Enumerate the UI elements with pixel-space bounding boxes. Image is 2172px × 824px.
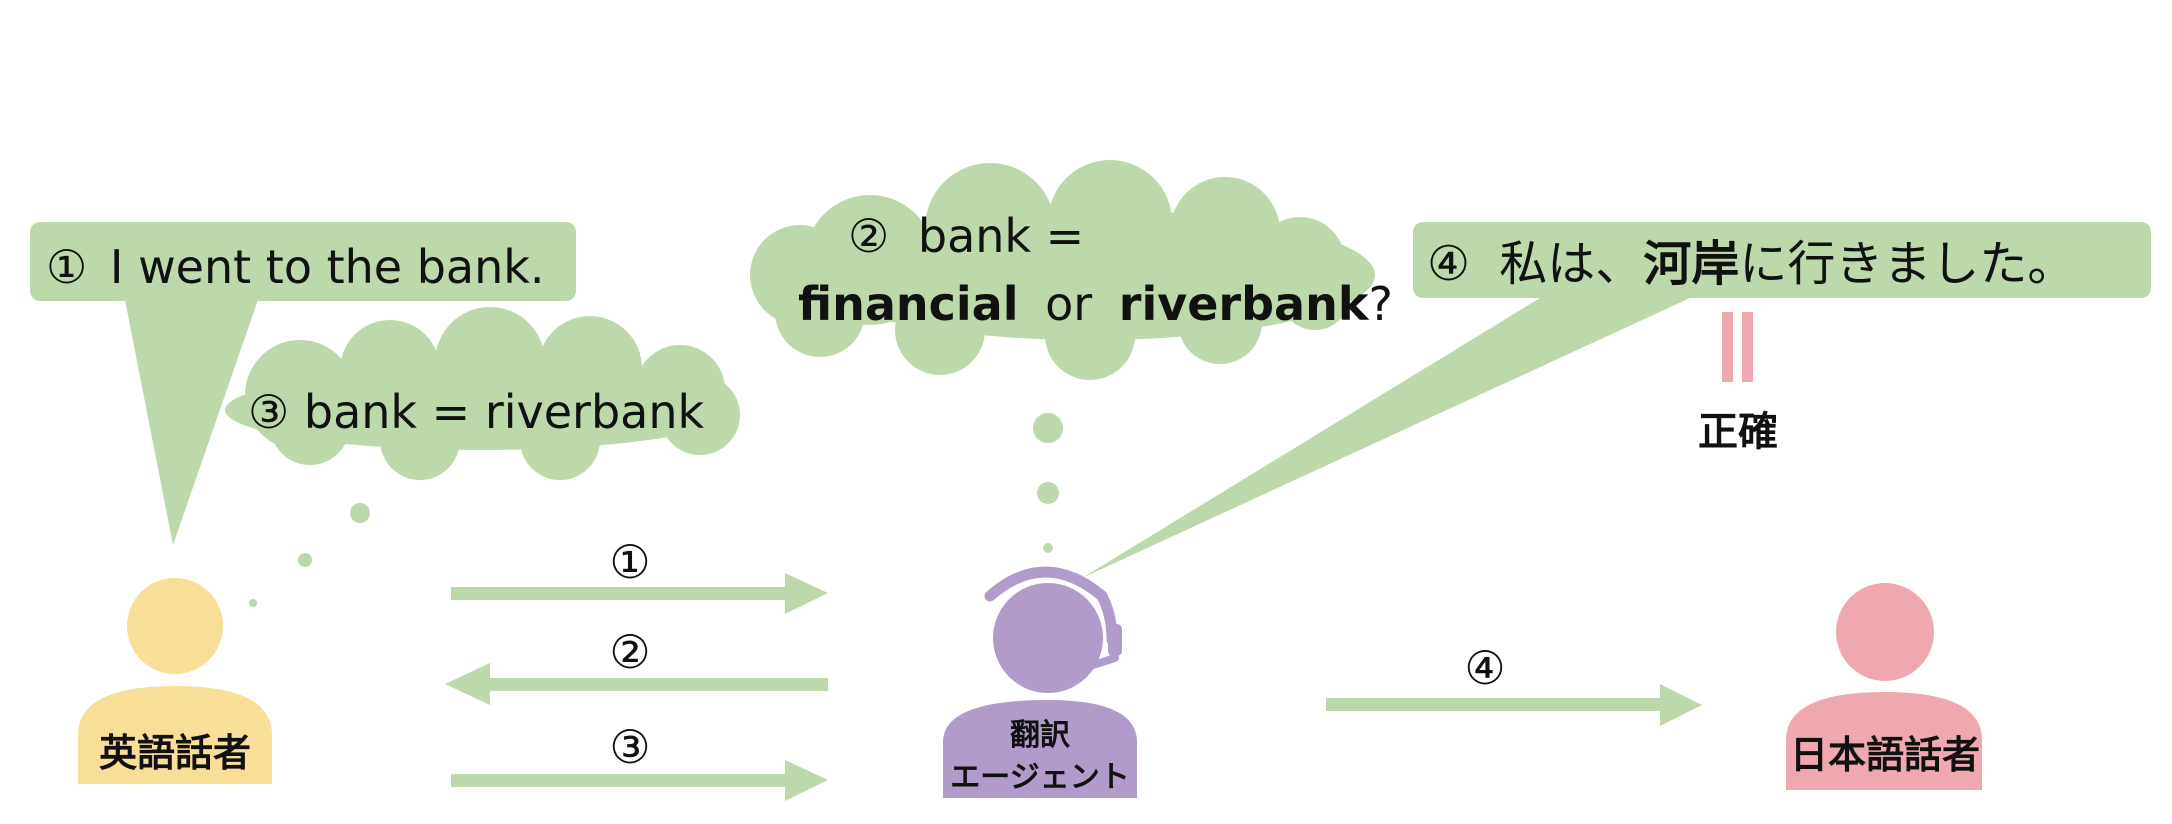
equals-bar-right	[1742, 312, 1753, 382]
english-thought-text: bank = riverbank	[304, 385, 705, 439]
english-speaker: 英語話者	[78, 578, 272, 784]
svg-text:④ 私は、河岸に行きました。: ④ 私は、河岸に行きました。	[1427, 236, 2075, 292]
arrow-2: ②	[445, 625, 828, 705]
agent-label-line2: エージェント	[950, 760, 1129, 795]
bubble-number: ①	[46, 240, 87, 294]
equals-bar-left	[1722, 312, 1733, 382]
bubble-number: ②	[848, 209, 889, 263]
svg-text:② bank =: ② bank =	[848, 209, 1084, 263]
arrow-1: ①	[451, 535, 828, 614]
bubble-number: ③	[248, 385, 289, 439]
agent-label-line1: 翻訳	[1010, 718, 1071, 753]
meaning-riverbank: riverbank	[1119, 277, 1370, 331]
arrow-3: ③	[451, 720, 828, 801]
english-speaker-label: 英語話者	[99, 731, 251, 775]
english-utterance: I went to the bank.	[110, 240, 545, 294]
person-icon	[1786, 583, 1982, 790]
svg-text:financial or river: financial or riverbank?	[798, 277, 1393, 331]
arrow-4: ④	[1326, 641, 1702, 726]
translation-agent: 翻訳 エージェント	[943, 566, 1137, 798]
meaning-financial: financial	[798, 277, 1018, 331]
accuracy-label: 正確	[1698, 409, 1778, 455]
svg-text:① I went to the bank.: ① I went to the bank.	[46, 240, 545, 294]
agent-body	[943, 700, 1137, 798]
arrow-label: ①	[609, 535, 650, 589]
japanese-speaker: 日本語話者	[1786, 583, 1982, 790]
arrow-label: ②	[609, 625, 650, 679]
japanese-utterance-key-word: 河岸	[1643, 236, 1739, 292]
agent-thought-cloud: ② bank = financial or riverbank?	[750, 160, 1393, 553]
person-icon	[78, 578, 272, 784]
agent-speech-bubble: ④ 私は、河岸に行きました。	[1082, 222, 2151, 578]
svg-text:③ bank = riverbank: ③ bank = riverbank	[248, 385, 705, 439]
arrow-label: ③	[609, 720, 650, 774]
headset-icon	[984, 566, 1122, 693]
accuracy-marker: 正確	[1698, 312, 1778, 455]
arrow-label: ④	[1464, 641, 1505, 695]
japanese-utterance-pre: 私は、	[1499, 236, 1643, 292]
japanese-speaker-label: 日本語話者	[1790, 733, 1980, 777]
or-word: or	[1045, 277, 1092, 331]
english-thought-cloud: ③ bank = riverbank	[225, 307, 740, 607]
question-mark: ?	[1368, 277, 1392, 331]
japanese-utterance-post: に行きました。	[1739, 236, 2075, 292]
bubble-number: ④	[1427, 236, 1470, 292]
english-speech-bubble: ① I went to the bank.	[30, 222, 576, 545]
agent-thought-line1: bank =	[918, 209, 1084, 263]
